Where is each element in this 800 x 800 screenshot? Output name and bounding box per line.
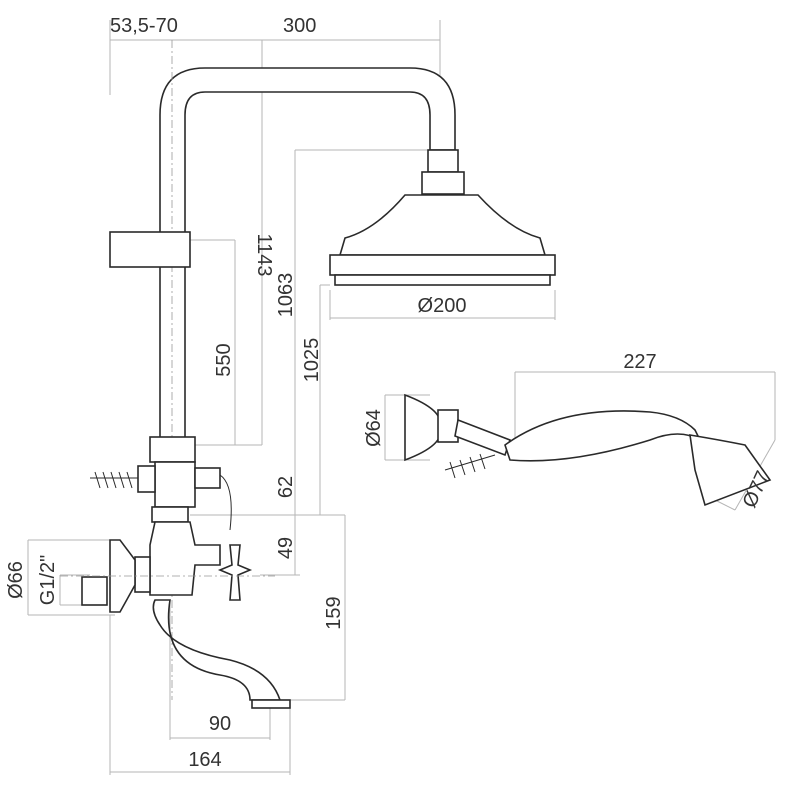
dimension-lines	[27, 20, 776, 775]
label-thread: G1/2"	[37, 555, 59, 605]
label-mixer-to-diverter: 49	[275, 537, 297, 559]
bath-mixer	[60, 461, 291, 709]
label-wall-offset: 53,5-70	[110, 15, 178, 37]
label-holder-diameter: Ø64	[363, 409, 385, 447]
label-spout-drop: 159	[323, 596, 345, 629]
label-total-height: 1143	[253, 233, 275, 276]
label-spout-reach: 90	[209, 713, 231, 735]
hand-shower	[404, 393, 772, 507]
label-slider-height: 550	[213, 343, 235, 376]
slider-holder	[109, 231, 191, 268]
label-total-depth: 164	[188, 749, 221, 771]
label-head-height: 1063	[275, 273, 297, 318]
label-head-bottom: 1025	[301, 338, 323, 383]
shower-head	[329, 149, 556, 286]
label-arm-length: 300	[283, 15, 316, 37]
label-hand-length: 227	[623, 351, 656, 373]
label-diverter: 62	[275, 476, 297, 498]
dimension-labels: 53,5-70 300 1143 1063 1025 550 62 49 159…	[5, 15, 775, 771]
label-flange-diameter: Ø66	[5, 561, 27, 599]
label-head-diameter: Ø200	[418, 295, 467, 317]
